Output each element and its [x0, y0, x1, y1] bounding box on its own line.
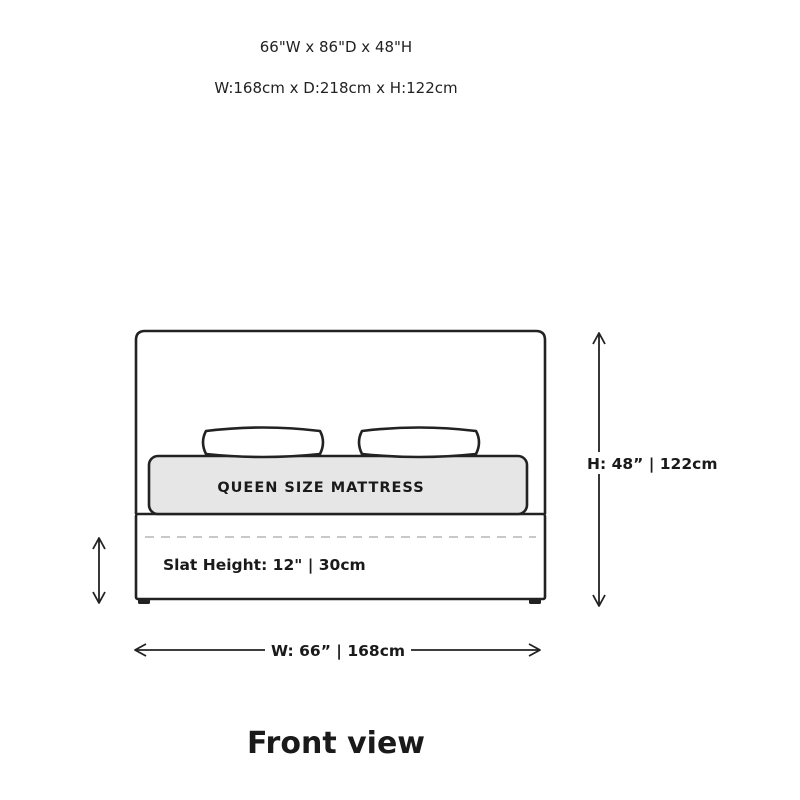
pillow-right — [357, 426, 481, 459]
bed-foot-left — [138, 598, 150, 604]
height-label-mask — [584, 452, 716, 474]
width-label: W: 66” | 168cm — [271, 642, 405, 661]
view-title: Front view — [246, 726, 426, 761]
dimensions-imperial: 66"W x 86"D x 48"H — [259, 38, 413, 56]
headboard-outline — [134, 329, 547, 514]
height-label: H: 48” | 122cm — [587, 455, 717, 474]
slat-height-label: Slat Height: 12" | 30cm — [163, 556, 366, 575]
pillow-left — [201, 426, 325, 459]
dimensions-metric: W:168cm x D:218cm x H:122cm — [214, 79, 458, 97]
width-label-mask — [265, 638, 411, 662]
mattress-label: QUEEN SIZE MATTRESS — [217, 480, 424, 496]
mattress — [147, 454, 529, 516]
bed-foot-right — [529, 598, 541, 604]
